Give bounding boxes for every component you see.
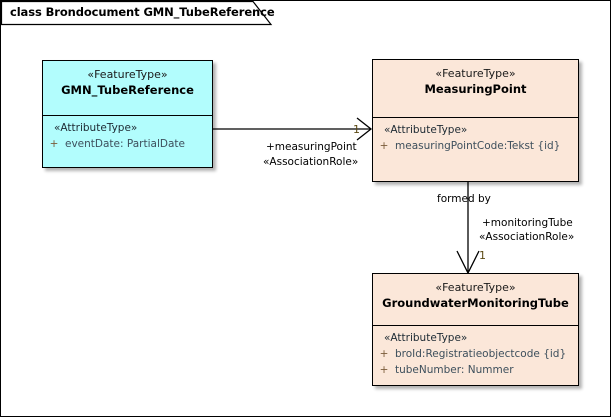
class-stereotype: «FeatureType» [87,68,168,81]
multiplicity-monitoringtube: 1 [479,249,486,262]
class-header-gmn-tubereference: «FeatureType» GMN_TubeReference [43,61,212,116]
class-name: GroundwaterMonitoringTube [382,296,569,310]
attribute-row[interactable]: + eventDate: PartialDate [43,136,212,152]
role-label-monitoringtube: +monitoringTube [482,217,573,229]
class-stereotype: «FeatureType» [435,67,516,80]
title-tab-shape [1,1,273,26]
class-name: MeasuringPoint [424,82,527,96]
attribute-text: measuringPointCode:Tekst {id} [395,140,561,152]
class-box-gmn-tubereference[interactable]: «FeatureType» GMN_TubeReference «Attribu… [42,60,213,168]
class-header-groundwatermonitoringtube: «FeatureType» GroundwaterMonitoringTube [373,274,578,326]
class-header-measuringpoint: «FeatureType» MeasuringPoint [373,60,578,118]
attribute-visibility: + [379,364,389,376]
arrowhead-monitoringtube [456,250,480,275]
attribute-visibility: + [379,140,389,152]
diagram-title-tab: class Brondocument GMN_TubeReference [1,1,275,26]
attribute-text: broId:Registratieobjectcode {id} [395,348,567,360]
class-box-groundwatermonitoringtube[interactable]: «FeatureType» GroundwaterMonitoringTube … [372,273,579,386]
attribute-visibility: + [379,348,389,360]
diagram-title: class Brondocument GMN_TubeReference [10,5,275,19]
class-attributes-gmn-tubereference: «AttributeType» + eventDate: PartialDate [43,116,212,158]
role-stereotype-measuringpoint: «AssociationRole» [263,156,359,168]
class-box-measuringpoint[interactable]: «FeatureType» MeasuringPoint «AttributeT… [372,59,579,182]
attribute-row[interactable]: + tubeNumber: Nummer [373,362,578,378]
attribute-visibility: + [49,138,59,150]
attribute-text: tubeNumber: Nummer [395,364,514,376]
attribute-compartment-stereotype: «AttributeType» [384,332,468,344]
class-attributes-groundwatermonitoringtube: «AttributeType» + broId:Registratieobjec… [373,326,578,384]
attribute-text: eventDate: PartialDate [65,138,185,150]
role-stereotype-monitoringtube: «AssociationRole» [479,231,575,243]
class-attributes-measuringpoint: «AttributeType» + measuringPointCode:Tek… [373,118,578,160]
attribute-compartment-stereotype: «AttributeType» [384,124,468,136]
class-stereotype: «FeatureType» [435,281,516,294]
attribute-row[interactable]: + measuringPointCode:Tekst {id} [373,138,578,154]
attribute-compartment-stereotype: «AttributeType» [54,122,138,134]
attribute-row[interactable]: + broId:Registratieobjectcode {id} [373,346,578,362]
multiplicity-measuringpoint: 1 [353,123,360,136]
association-name-formed-by: formed by [437,193,491,205]
role-label-measuringpoint: +measuringPoint [266,141,357,153]
class-name: GMN_TubeReference [61,83,194,97]
